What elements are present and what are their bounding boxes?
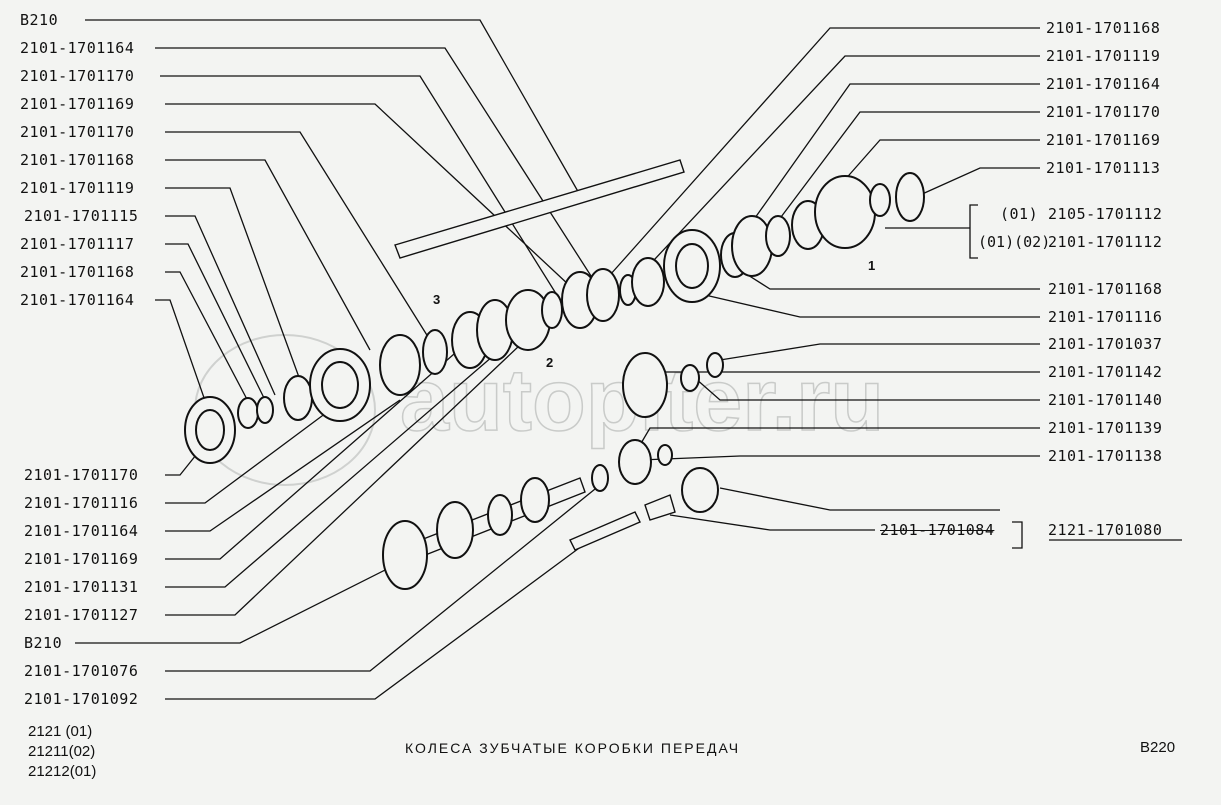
part-label[interactable]: 2101-1701117	[20, 235, 135, 253]
part-label[interactable]: 2101-1701164	[20, 39, 135, 57]
model-item: 21211(02)	[28, 743, 96, 760]
part-label[interactable]: 2101-1701168	[1046, 19, 1161, 37]
callout-3: 3	[433, 292, 441, 307]
part-label[interactable]: В210	[20, 11, 59, 29]
model-item: 21212(01)	[28, 763, 97, 780]
part-label[interactable]: 2101-1701170	[1046, 103, 1161, 121]
part-label[interactable]: 2101-1701113	[1046, 159, 1161, 177]
part-label[interactable]: 2105-1701112	[1048, 205, 1163, 223]
part-label[interactable]: 2101-1701169	[20, 95, 135, 113]
part-label[interactable]: В210	[24, 634, 63, 652]
diagram-title: КОЛЕСА ЗУБЧАТЫЕ КОРОБКИ ПЕРЕДАЧ	[405, 740, 741, 756]
part-label[interactable]: 2101-1701116	[24, 494, 139, 512]
part-label[interactable]: 2101-1701170	[20, 67, 135, 85]
part-label[interactable]: 2101-1701119	[1046, 47, 1161, 65]
part-label[interactable]: 2101-1701092	[24, 690, 139, 708]
part-label[interactable]: 2101-1701169	[24, 550, 139, 568]
part-label[interactable]: 2101-1701139	[1048, 419, 1163, 437]
part-label[interactable]: 2101-1701169	[1046, 131, 1161, 149]
part-label[interactable]: 2101-1701170	[24, 466, 139, 484]
part-label[interactable]: 2101-1701076	[24, 662, 139, 680]
part-label[interactable]: 2101-1701164	[20, 291, 135, 309]
part-label[interactable]: 2101-1701138	[1048, 447, 1163, 465]
part-label[interactable]: 2101-1701115	[24, 207, 139, 225]
replacement-part-label[interactable]: 2121-1701080	[1048, 521, 1163, 539]
part-label[interactable]: 2101-1701164	[24, 522, 139, 540]
part-label[interactable]: 2101-1701168	[20, 151, 135, 169]
variant-label: (01)(02)	[978, 233, 1051, 251]
part-label[interactable]: 2101-1701170	[20, 123, 135, 141]
part-label[interactable]: 2101-1701112	[1048, 233, 1163, 251]
part-label[interactable]: 2101-1701127	[24, 606, 139, 624]
callout-1: 1	[868, 258, 876, 273]
model-item: 2121 (01)	[28, 723, 93, 740]
superseded-part-label[interactable]: 2101-1701084	[880, 521, 995, 539]
part-label[interactable]: 2101-1701164	[1046, 75, 1161, 93]
part-label[interactable]: 2101-1701037	[1048, 335, 1163, 353]
variant-label: (01)	[1000, 205, 1039, 223]
part-label[interactable]: 2101-1701119	[20, 179, 135, 197]
model-list: 2121 (01) 21211(02) 21212(01)	[28, 722, 96, 782]
part-label[interactable]: 2101-1701168	[20, 263, 135, 281]
part-label[interactable]: 2101-1701116	[1048, 308, 1163, 326]
part-label[interactable]: 2101-1701140	[1048, 391, 1163, 409]
part-label[interactable]: 2101-1701142	[1048, 363, 1163, 381]
page-code: В220	[1140, 739, 1176, 756]
part-label[interactable]: 2101-1701131	[24, 578, 139, 596]
callout-2: 2	[546, 355, 554, 370]
part-label[interactable]: 2101-1701168	[1048, 280, 1163, 298]
